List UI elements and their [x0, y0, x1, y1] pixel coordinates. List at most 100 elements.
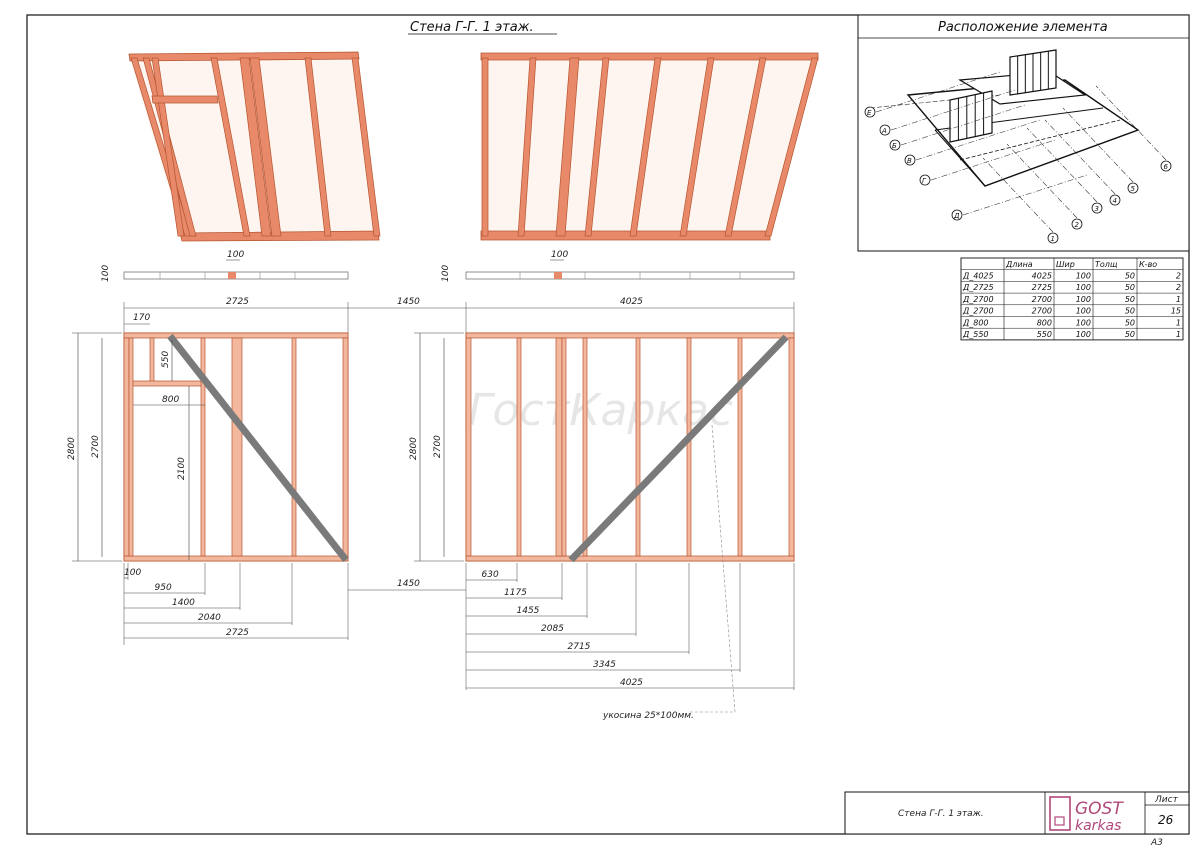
wall-member	[291, 337, 297, 557]
wall-member	[231, 337, 243, 557]
table-cell: 800	[1037, 318, 1052, 327]
brace-leader: укосина 25*100мм.	[602, 424, 736, 721]
plan-strip-right: 100 100	[441, 250, 795, 282]
svg-text:укосина 25*100мм.: укосина 25*100мм.	[602, 711, 694, 721]
wall-member	[737, 337, 743, 557]
axis-letter: Б	[892, 142, 897, 150]
sheet-number: 26	[1158, 813, 1174, 827]
sheet-frame	[26, 14, 1190, 835]
table-cell: 100	[1076, 283, 1091, 292]
wall-member	[123, 555, 349, 562]
svg-text:А3: А3	[1150, 838, 1163, 848]
iso-right-stud	[555, 57, 580, 237]
wall-member	[128, 337, 134, 557]
dim-label: 2040	[198, 613, 221, 623]
iso-left-stud	[249, 57, 282, 237]
svg-text:100: 100	[101, 265, 111, 282]
axis-letter: Г	[922, 177, 927, 185]
iso-right-stud	[764, 57, 819, 237]
overall-dimensions: 2725 1450 4025	[123, 297, 795, 335]
dim-label: 1400	[172, 598, 195, 608]
table-header-cell: Шир	[1056, 260, 1075, 269]
table-cell: Д_800	[962, 318, 989, 327]
svg-text:4025: 4025	[620, 297, 643, 307]
iso-wall-left	[128, 51, 381, 242]
dim-label: 4025	[620, 678, 643, 688]
wall-member	[635, 337, 641, 557]
wall-member	[788, 337, 795, 557]
svg-text:100: 100	[551, 250, 568, 260]
table-cell: 100	[1076, 307, 1091, 316]
table-cell: 1	[1176, 295, 1181, 304]
gost-logo: GOST karkas	[1049, 796, 1124, 834]
wall-member	[465, 555, 795, 562]
front-wall-right: 2800 2700	[409, 332, 795, 563]
svg-text:2725: 2725	[226, 297, 249, 307]
iso-right-stud	[629, 57, 662, 237]
table-cell: 50	[1125, 307, 1135, 316]
dim-label: 1455	[517, 606, 540, 616]
front-wall-left: 170 550 800 2100 2800 2700	[67, 313, 349, 563]
svg-text:100: 100	[441, 265, 451, 282]
wall-member	[132, 380, 206, 387]
iso-left-stud	[304, 57, 332, 237]
wall-member	[123, 332, 349, 339]
iso-right-bottom-plate	[480, 230, 771, 241]
table-cell: 2725	[1032, 283, 1052, 292]
svg-text:karkas: karkas	[1075, 818, 1121, 834]
dim-label: 100	[124, 568, 141, 578]
iso-right-stud	[724, 57, 767, 237]
table-cell: 1	[1176, 318, 1181, 327]
svg-text:2800: 2800	[409, 437, 419, 460]
axis-number: 2	[1075, 221, 1080, 229]
svg-text:550: 550	[161, 351, 171, 368]
table-cell: 4025	[1032, 272, 1052, 281]
table-cell: 15	[1171, 307, 1181, 316]
table-cell: 1	[1176, 330, 1181, 339]
svg-text:1450: 1450	[397, 297, 420, 307]
svg-text:Лист: Лист	[1154, 795, 1179, 805]
iso-right-top-plate	[480, 52, 819, 61]
table-cell: 50	[1125, 330, 1135, 339]
svg-text:100: 100	[227, 250, 244, 260]
iso-left-stud	[210, 57, 251, 237]
table-cell: Д_2725	[962, 283, 994, 292]
left-brace	[167, 333, 349, 563]
svg-text:2700: 2700	[433, 435, 443, 458]
axis-letter: В	[907, 157, 912, 165]
table-header-cell: Толщ	[1095, 260, 1118, 269]
svg-text:2800: 2800	[67, 437, 77, 460]
iso-wall-right	[480, 52, 819, 241]
iso-left-stud	[239, 57, 272, 237]
table-cell: 100	[1076, 330, 1091, 339]
stamp-title: Стена Г-Г. 1 этаж.	[898, 809, 984, 819]
axis-letter: А	[881, 127, 887, 135]
wall-member	[200, 337, 206, 557]
axis-number: 5	[1131, 185, 1136, 193]
table-cell: 50	[1125, 283, 1135, 292]
title-block: Стена Г-Г. 1 этаж. GOST karkas Лист 26 А…	[844, 791, 1190, 848]
table-cell: 550	[1037, 330, 1052, 339]
iso-right-stud	[481, 57, 489, 237]
dim-label: 630	[482, 570, 499, 580]
table-cell: 2	[1176, 283, 1181, 292]
table-cell: Д_550	[962, 330, 989, 339]
table-cell: Д_2700	[962, 307, 994, 316]
table-cell: 50	[1125, 318, 1135, 327]
wall-member	[465, 337, 472, 557]
bottom-gap-dimension: 1450	[348, 579, 466, 591]
iso-right-stud	[584, 57, 610, 237]
table-cell: Д_2700	[962, 295, 994, 304]
dim-label: 1175	[504, 588, 527, 598]
dim-label: 3345	[593, 660, 616, 670]
table-cell: 50	[1125, 272, 1135, 281]
table-cell: 100	[1076, 272, 1091, 281]
wall-member	[342, 337, 349, 557]
wall-member	[123, 337, 130, 557]
dim-label: 2725	[226, 628, 249, 638]
